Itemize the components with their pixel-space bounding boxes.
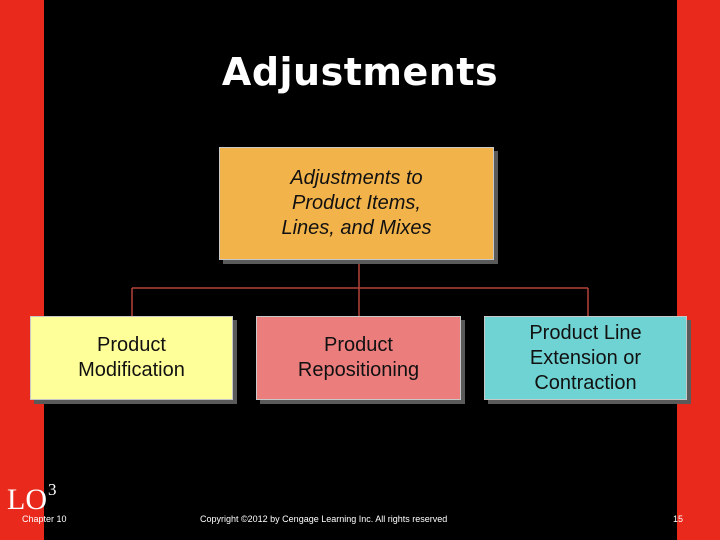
footer-copyright: Copyright ©2012 by Cengage Learning Inc.… <box>200 514 448 524</box>
footer-chapter: Chapter 10 <box>22 514 67 524</box>
repositioning-line-2: Repositioning <box>297 359 420 381</box>
learning-objective-badge: LO3 <box>7 472 57 518</box>
node-product-repositioning: Product Repositioning <box>256 316 461 400</box>
extension-line-1: Product Line <box>529 321 642 344</box>
extension-line-3: Contraction <box>534 371 637 394</box>
lo-number: 3 <box>48 480 57 499</box>
extension-line-2: Extension or <box>529 346 642 369</box>
repositioning-line-1: Product <box>324 334 393 356</box>
root-line-2: Product Items, <box>292 192 421 214</box>
lo-label: LO <box>7 483 47 516</box>
node-product-line-extension: Product Line Extension or Contraction <box>484 316 687 400</box>
root-line-3: Lines, and Mixes <box>281 217 432 239</box>
modification-line-1: Product <box>97 334 166 356</box>
modification-line-2: Modification <box>78 359 185 381</box>
root-node-adjustments: Adjustments to Product Items, Lines, and… <box>219 147 494 260</box>
root-line-1: Adjustments to <box>290 167 423 189</box>
footer-page-number: 15 <box>673 514 684 524</box>
node-product-modification: Product Modification <box>30 316 233 400</box>
left-red-bar <box>0 0 44 540</box>
slide-title: Adjustments <box>221 50 499 94</box>
right-red-bar <box>677 0 720 540</box>
